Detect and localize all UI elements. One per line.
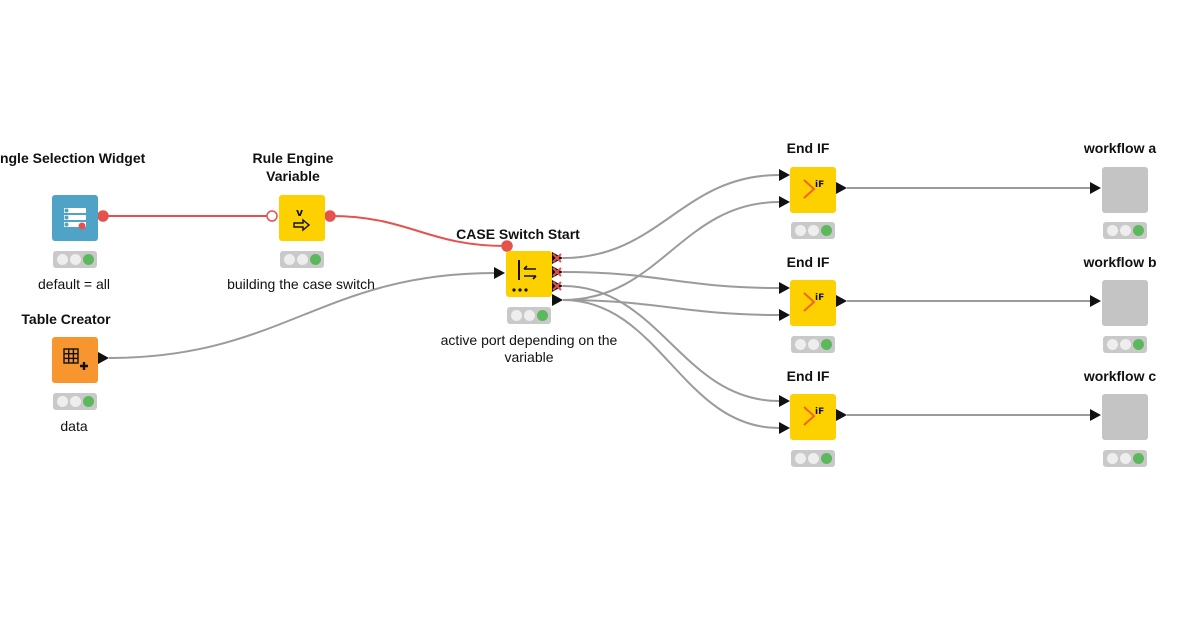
data-in-port[interactable] [779, 282, 790, 294]
status-lights [1103, 222, 1147, 239]
inactive-port-cross [552, 253, 562, 263]
variable-in-port[interactable] [266, 210, 278, 222]
data-in-port[interactable] [779, 169, 790, 181]
data-in-port[interactable] [1090, 409, 1101, 421]
node-title-end-if-1: End IF [786, 140, 830, 156]
node-title-workflow-b: workflow b [1083, 254, 1157, 270]
status-lights [791, 336, 835, 353]
status-lights [1103, 450, 1147, 467]
variable-connection[interactable] [329, 215, 507, 247]
node-annotation-rule-engine: building the case switch [227, 276, 375, 292]
node-title-single-selection: Single Selection Widget [0, 150, 146, 166]
data-out-port[interactable] [98, 352, 109, 364]
status-lights [280, 251, 324, 268]
svg-text:iF: iF [815, 293, 824, 303]
table-creator-node[interactable] [52, 337, 98, 383]
workflow-c-component-node[interactable] [1102, 394, 1148, 440]
selection-widget-icon [64, 208, 86, 230]
variable-out-port[interactable] [324, 210, 336, 222]
status-lights [791, 450, 835, 467]
status-lights [53, 251, 97, 268]
end-if-icon: iF [803, 179, 824, 199]
data-in-port[interactable] [779, 395, 790, 407]
end-if-node-3[interactable]: iF [790, 394, 836, 440]
node-annotation-case-switch: active port depending on the variable [440, 332, 618, 365]
workflow-a-component-node[interactable] [1102, 167, 1148, 213]
end-if-node-2[interactable]: iF [790, 280, 836, 326]
rule-engine-variable-node[interactable]: v [279, 195, 325, 241]
data-in-port[interactable] [779, 309, 790, 321]
status-lights [791, 222, 835, 239]
data-connection[interactable] [108, 272, 496, 359]
end-if-icon: iF [803, 292, 824, 312]
data-out-port[interactable] [836, 409, 847, 421]
data-connection[interactable] [562, 299, 780, 429]
data-in-port[interactable] [1090, 182, 1101, 194]
data-connection[interactable] [562, 201, 780, 301]
data-out-port[interactable] [836, 295, 847, 307]
data-connection[interactable] [562, 174, 780, 259]
node-title-table-creator: Table Creator [21, 311, 111, 327]
data-connection[interactable] [562, 285, 780, 402]
node-title-end-if-2: End IF [786, 254, 830, 270]
svg-text:iF: iF [815, 180, 824, 190]
node-annotation-single-selection: default = all [38, 276, 110, 292]
node-title-workflow-c: workflow c [1083, 368, 1157, 384]
workflow-b-component-node[interactable] [1102, 280, 1148, 326]
end-if-node-1[interactable]: iF [790, 167, 836, 213]
status-lights [53, 393, 97, 410]
node-title-case-switch: CASE Switch Start [456, 226, 580, 242]
data-in-port[interactable] [1090, 295, 1101, 307]
data-connection[interactable] [562, 299, 780, 316]
node-annotation-table-creator: data [60, 418, 88, 434]
node-title-workflow-a: workflow a [1083, 140, 1157, 156]
data-out-port[interactable] [552, 294, 563, 306]
svg-text:iF: iF [815, 407, 824, 417]
data-in-port[interactable] [779, 196, 790, 208]
node-title-end-if-3: End IF [786, 368, 830, 384]
status-lights [1103, 336, 1147, 353]
case-switch-icon [512, 260, 537, 292]
variable-rule-icon: v [293, 206, 311, 232]
end-if-icon: iF [803, 406, 824, 426]
single-selection-widget-node[interactable] [52, 195, 98, 241]
inactive-port-cross [552, 281, 562, 291]
status-lights [507, 307, 551, 324]
case-switch-start-node[interactable] [506, 251, 552, 297]
node-title-rule-engine: Rule Engine Variable [252, 150, 334, 184]
data-in-port[interactable] [779, 422, 790, 434]
inactive-port-cross [552, 267, 562, 277]
data-in-port[interactable] [494, 267, 505, 279]
table-plus-icon [63, 348, 88, 370]
data-connection[interactable] [562, 271, 780, 289]
svg-text:v: v [296, 206, 304, 219]
variable-out-port[interactable] [97, 210, 109, 222]
data-out-port[interactable] [836, 182, 847, 194]
